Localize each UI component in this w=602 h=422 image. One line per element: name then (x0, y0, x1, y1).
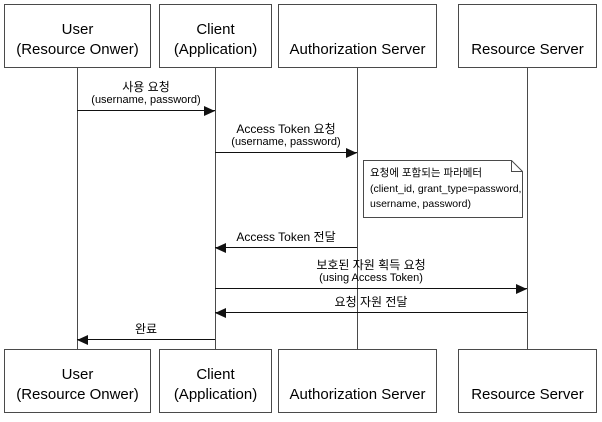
message-label-line: 요청 자원 전달 (334, 295, 408, 309)
actor-label: Authorization Server (290, 357, 426, 405)
arrowhead-right-icon (516, 284, 527, 294)
message-line (215, 312, 527, 313)
actor-label-line: Client (196, 21, 235, 38)
note-text-line: (client_id, grant_type=password, (370, 182, 522, 195)
note: 요청에 포함되는 파라메터 (client_id, grant_type=pass… (363, 160, 523, 218)
message-line (215, 247, 357, 248)
actor-label: Client (Application) (174, 12, 257, 60)
message-label-line: Access Token 요청 (236, 122, 336, 136)
arrowhead-right-icon (346, 148, 357, 158)
actor-label: Resource Server (471, 357, 584, 405)
message-label-line: (username, password) (231, 136, 341, 148)
message-line (215, 152, 357, 153)
note-outline (363, 160, 523, 218)
message-label-line: Access Token 전달 (236, 230, 336, 244)
message-line (77, 110, 215, 111)
actor-label-line: User (61, 366, 94, 383)
actor-label-line: Authorization Server (289, 386, 426, 403)
actor-box-bottom-client: Client (Application) (159, 349, 272, 413)
actor-label: Client (Application) (174, 357, 257, 405)
message-label-line: 완료 (134, 322, 158, 336)
note-text-line: username, password) (370, 198, 471, 210)
actor-label-line: Authorization Server (289, 41, 426, 58)
actor-label: User (Resource Onwer) (16, 12, 139, 60)
actor-label-line: (Application) (173, 41, 258, 58)
arrowhead-left-icon (215, 308, 226, 318)
message-label: Access Token 전달 (215, 230, 357, 244)
lifeline-authorization_server (357, 68, 358, 349)
lifeline-user (77, 68, 78, 349)
message-label: 요청 자원 전달 (215, 295, 527, 309)
actor-label-line: (Resource Onwer) (16, 386, 139, 403)
actor-label-line: (Resource Onwer) (16, 41, 139, 58)
note-fold-icon (511, 160, 523, 172)
message-line (215, 288, 527, 289)
actor-box-bottom-authorization_server: Authorization Server (278, 349, 437, 413)
arrowhead-left-icon (215, 243, 226, 253)
message-label-line: 사용 요청 (122, 80, 170, 94)
actor-label: Authorization Server (290, 12, 426, 60)
note-text: 요청에 포함되는 파라메터 (client_id, grant_type=pass… (370, 166, 522, 213)
actor-box-bottom-resource_server: Resource Server (458, 349, 597, 413)
actor-label-line: Client (196, 366, 235, 383)
message-label-line: (using Access Token) (319, 272, 423, 284)
message-label: Access Token 요청(username, password) (215, 122, 357, 149)
actor-box-top-resource_server: Resource Server (458, 4, 597, 68)
actor-label-line: Resource Server (471, 41, 584, 58)
actor-label-line: (Application) (173, 386, 258, 403)
arrowhead-left-icon (77, 335, 88, 345)
actor-box-top-client: Client (Application) (159, 4, 272, 68)
actor-label-line: User (61, 21, 94, 38)
message-label: 완료 (77, 322, 215, 336)
actor-box-top-authorization_server: Authorization Server (278, 4, 437, 68)
message-label-line: 보호된 자원 획득 요청 (316, 258, 426, 272)
lifeline-resource_server (527, 68, 528, 349)
actor-box-top-user: User (Resource Onwer) (4, 4, 151, 68)
actor-label: Resource Server (471, 12, 584, 60)
actor-box-bottom-user: User (Resource Onwer) (4, 349, 151, 413)
message-label-line: (username, password) (91, 94, 201, 106)
message-label: 보호된 자원 획득 요청(using Access Token) (215, 258, 527, 285)
message-line (77, 339, 215, 340)
message-label: 사용 요청(username, password) (77, 80, 215, 107)
arrowhead-right-icon (204, 106, 215, 116)
lifeline-client (215, 68, 216, 349)
note-text-line: 요청에 포함되는 파라메터 (370, 167, 483, 179)
actor-label-line: Resource Server (471, 386, 584, 403)
actor-label: User (Resource Onwer) (16, 357, 139, 405)
